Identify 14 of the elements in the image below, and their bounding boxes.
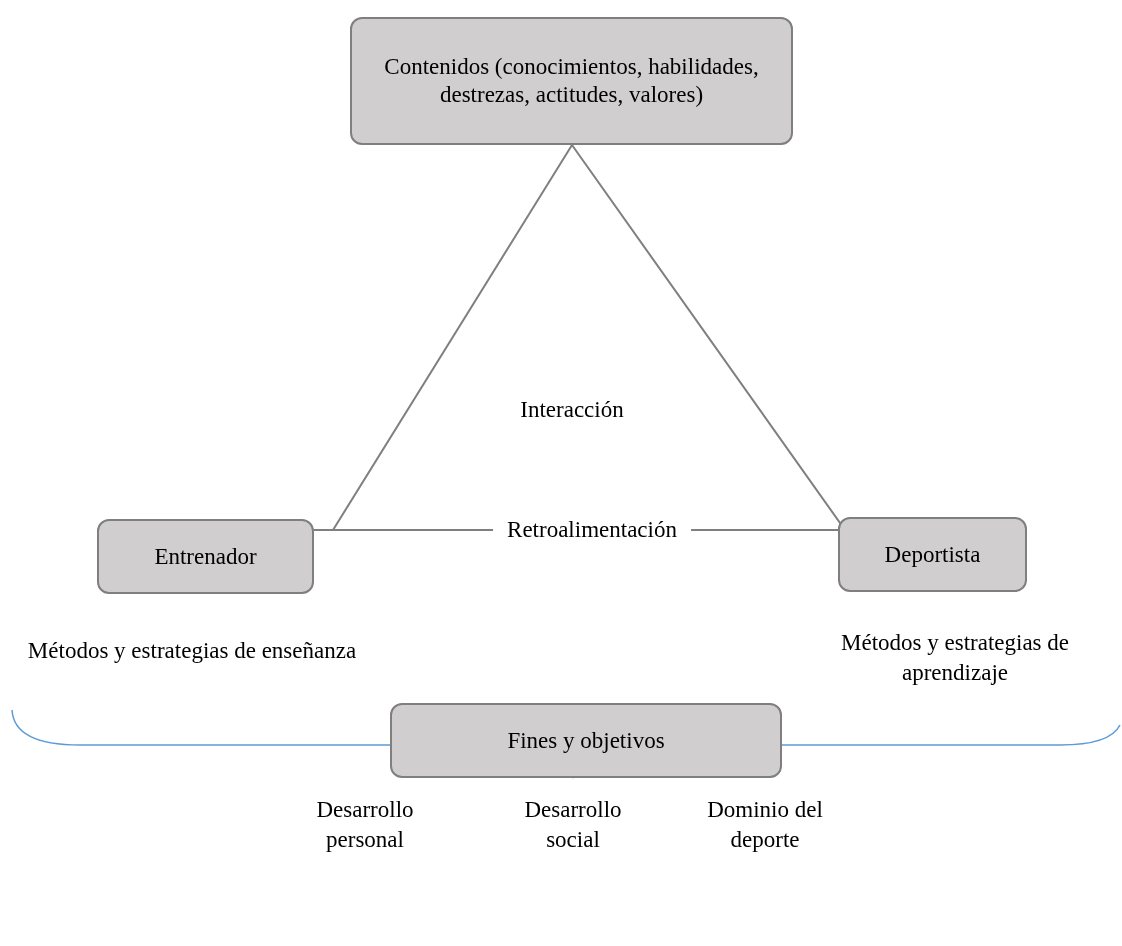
box-text: Contenidos (conocimientos, habilidades, destrezas, actitudes, valores) bbox=[383, 53, 760, 109]
rounded-box bbox=[390, 703, 782, 778]
goal-label: Dominio del deporte bbox=[706, 796, 824, 854]
box-text: Entrenador bbox=[154, 542, 257, 571]
box-text: Deportista bbox=[884, 540, 981, 569]
method-note: Métodos y estrategias de aprendizaje bbox=[840, 629, 1070, 687]
box-text: Fines y objetivos bbox=[507, 726, 665, 755]
rounded-box bbox=[350, 17, 793, 145]
rounded-box bbox=[838, 517, 1027, 592]
goal-label: Desarrollo personal bbox=[315, 796, 415, 854]
goal-label: Desarrollo social bbox=[523, 796, 623, 854]
rounded-box bbox=[97, 519, 314, 594]
interaction-label: Interacción bbox=[519, 396, 625, 424]
method-note: Métodos y estrategias de enseñanza bbox=[26, 637, 358, 665]
